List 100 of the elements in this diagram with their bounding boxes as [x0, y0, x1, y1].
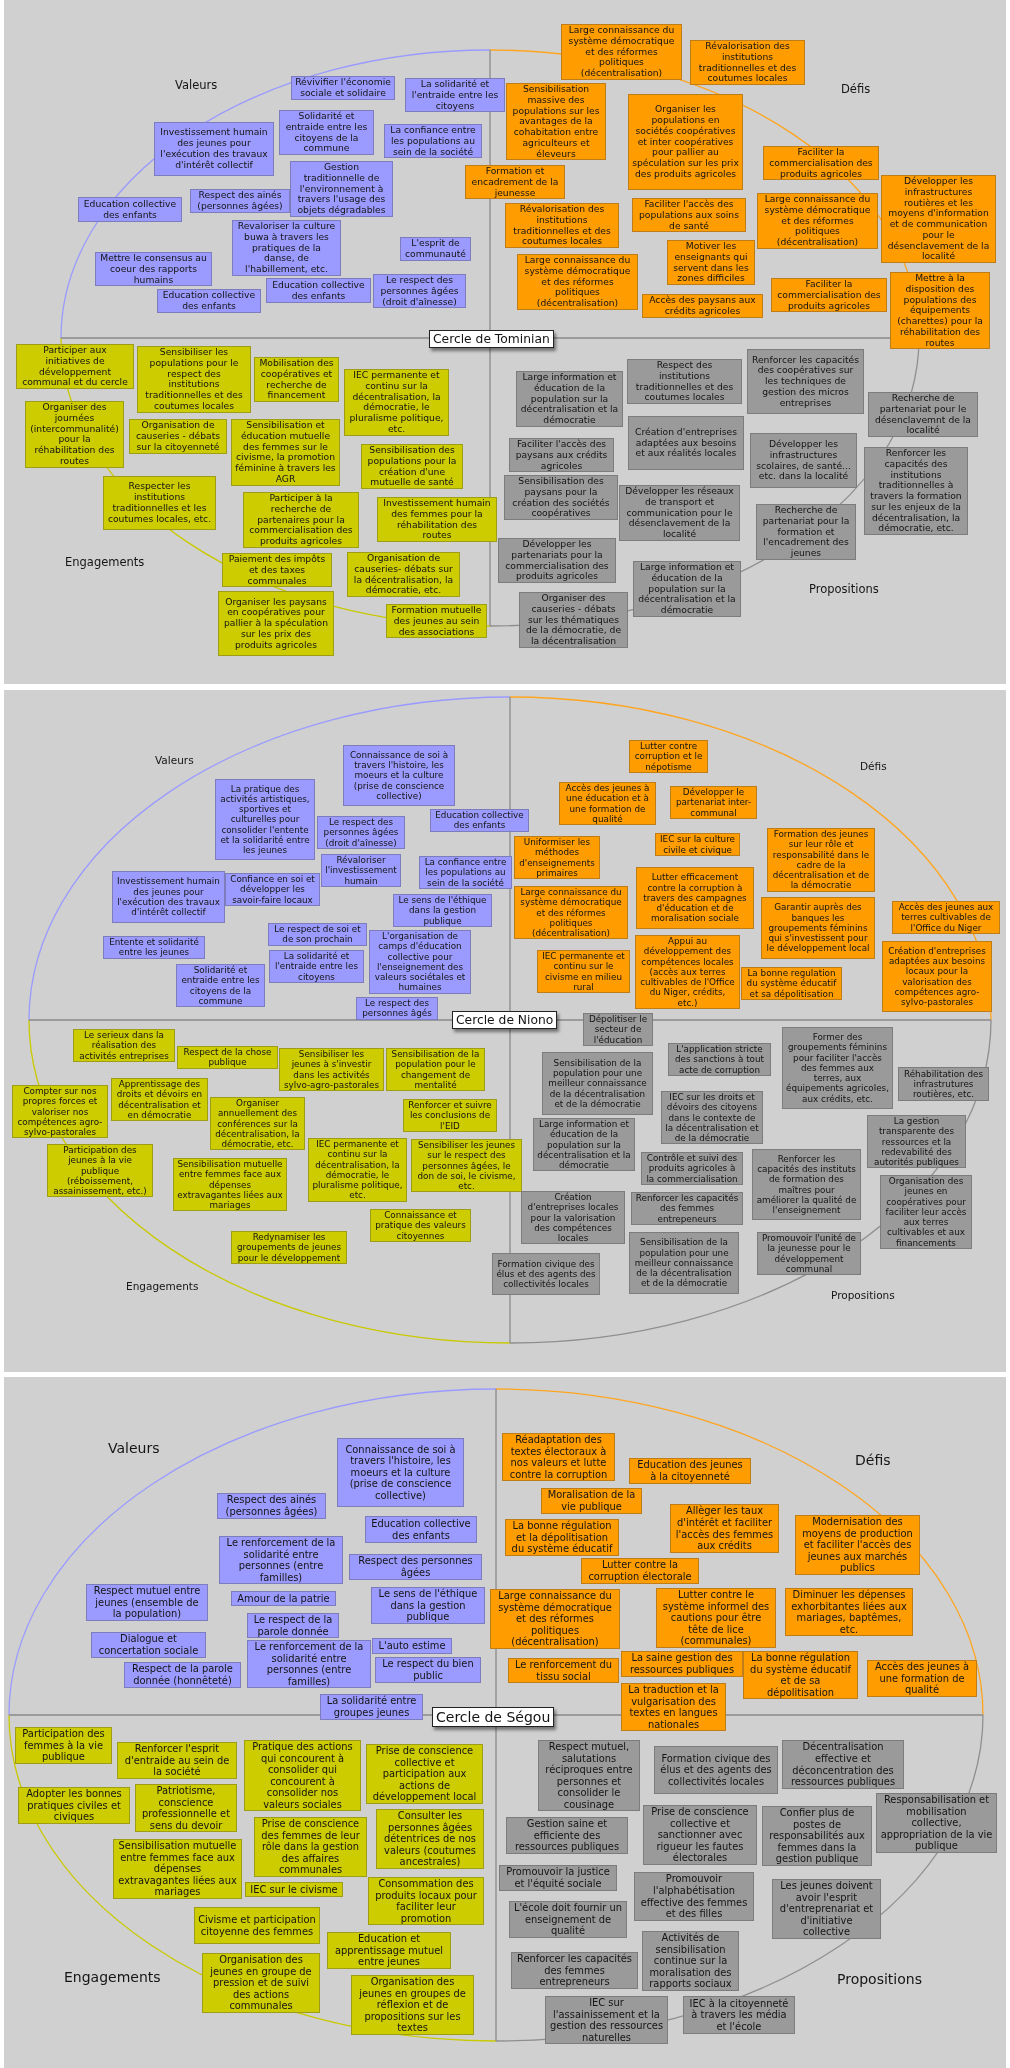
challenge-box: La bonne régulation et la dépolitisation du système éducatif — [505, 1519, 619, 1556]
commitment-box: Organiser des journées (intercommunalité) pour la réhabilitation des routes — [25, 401, 124, 468]
challenge-box: Lutter contre corruption et le népotisme — [629, 740, 708, 773]
challenge-box: Réadaptation des textes électoraux à nos valeurs et lutte contre la corruption — [502, 1433, 615, 1482]
commitment-box: Consulter les personnes âgées détentrices de nos valeurs (coutumes ancestrales) — [376, 1809, 484, 1869]
proposal-box: Développer les partenariats pour la commercialisation des produits agricoles — [498, 538, 616, 584]
proposal-box: Création d'entreprises adaptées aux besoins et aux réalités locales — [628, 416, 744, 470]
value-box: Entente et solidarité entre les jeunes — [103, 936, 205, 959]
value-box: Education collective des enfants — [157, 289, 261, 313]
value-box: Revaloriser la culture buwa à travers les pratiques de la danse, de l'habillement, etc. — [232, 220, 341, 276]
value-box: Respect des personnes âgées — [349, 1554, 482, 1580]
challenge-box: Formation des jeunes sur leur rôle et responsabilité dans le cadre de la décentralisation et de la démocratie — [767, 828, 875, 892]
value-box: Connaissance de soi à travers l'histoire, les moeurs et la culture (prise de conscience collective) — [343, 745, 455, 806]
proposal-box: L'application stricte des sanctions à tout acte de corruption — [668, 1043, 771, 1076]
commitment-box: Sensibiliser les jeunes sur le respect des personnes âgées, le don de soi, le civisme, etc. — [411, 1139, 522, 1193]
proposal-box: Confier plus de postes de responsabilités aux femmes dans la gestion publique — [762, 1806, 872, 1866]
challenge-box: Large connaissance du système démocratique et des réformes politiques (décentralisation) — [757, 193, 878, 249]
proposal-box: Formation civique des élus et des agents des collectivités locales — [492, 1253, 600, 1295]
quadrant-label: Défis — [855, 1453, 891, 1469]
commitment-box: Organisation de causeries - débats sur la citoyenneté — [129, 419, 227, 454]
challenge-box: Développer les infrastructures routières et les moyens d'information et de communication pour le désenclavement de la localité — [881, 175, 996, 264]
proposal-box: Faciliter l'accès des paysans aux crédits agricoles — [509, 438, 614, 473]
value-box: Gestion traditionnelle de l'environnement à travers l'usage des objets dégradables — [290, 161, 393, 217]
commitment-box: Organiser annuellement des conférences sur la décentralisation, la démocratie, etc. — [210, 1097, 305, 1151]
commitment-box: Le serieux dans la réalisation des activités entreprises — [73, 1029, 175, 1062]
challenge-box: Création d'entreprises adaptées aux besoins locaux pour la valorisation des compétences agro-sylvo-pastorales — [882, 941, 992, 1012]
proposal-box: IEC sur les droits et dévoirs des citoyens dans le contexte de la décentralisation et de la démocratie — [661, 1091, 763, 1145]
quadrant-label: Engagements — [65, 556, 145, 569]
proposal-box: Promouvoir la justice et l'équité sociale — [499, 1865, 617, 1891]
proposal-box: Renforcer les capacités des femmes entrepreneurs — [511, 1952, 638, 1989]
commitment-box: Renforcer l'esprit d'entraide au sein de la société — [117, 1742, 237, 1779]
challenge-box: Sensibilisation massive des populations sur les avantages de la cohabitation entre agriculteurs et éleveurs — [506, 83, 606, 161]
commitment-box: Renforcer et suivre les conclusions de l'EID — [403, 1099, 497, 1132]
challenge-box: Garantir auprès des banques les groupements féminins qui s'investissent pour le développement local — [761, 897, 875, 959]
proposal-box: Les jeunes doivent avoir l'esprit d'entreprenariat et d'initiative collective — [772, 1879, 881, 1939]
commitment-box: Apprentissage des droits et dévoirs en décentralisation et en démocratie — [111, 1078, 208, 1122]
value-box: Le respect des personnes âgées (droit d'aînesse) — [317, 816, 405, 849]
proposal-box: Sensibilisation de la population pour une meilleur connaissance de la décentralisation et de la démocratie — [542, 1052, 653, 1115]
value-box: La pratique des activités artistiques, sportives et culturelles pour consolider l'entente et la solidarité entre les jeunes — [215, 779, 315, 860]
value-box: Le renforcement de la solidarité entre personnes (entre familles) — [219, 1536, 343, 1585]
commitment-box: Compter sur nos propres forces et valoriser nos compétences agro-sylvo-pastorales — [12, 1085, 108, 1139]
challenge-box: Révalorisation des institutions traditionnelles et des coutumes locales — [690, 40, 805, 86]
quadrant-label: Propositions — [831, 1290, 895, 1302]
value-box: Education collective des enfants — [365, 1516, 477, 1543]
quadrant-label: Propositions — [809, 583, 879, 596]
value-box: Le respect des personnes âgées (droit d'aînesse) — [373, 274, 466, 309]
proposal-box: Activités de sensibilisation continue sur la moralisation des rapports sociaux — [642, 1931, 739, 1991]
value-box: Le renforcement de la solidarité entre personnes (entre familles) — [247, 1640, 371, 1689]
challenge-box: Accès des jeunes à une éducation et à une formation de qualité — [559, 782, 656, 826]
commitment-box: Education et apprentissage mutuel entre jeunes — [327, 1932, 451, 1969]
value-box: Le respect de la parole donnée — [247, 1613, 339, 1639]
challenge-box: Faciliter la commercialisation des produits agricoles — [771, 278, 887, 313]
commitment-box: Sensibilisation et éducation mutuelle des femmes sur le civisme, la promotion féminine à travers les AGR — [231, 419, 340, 486]
quadrant-label: Engagements — [64, 1970, 161, 1986]
title-box: Cercle de Ségou — [432, 1707, 555, 1728]
value-box: Respect des ainés (personnes âgées) — [217, 1493, 326, 1519]
commitment-box: Paiement des impôts et des taxes communales — [222, 553, 332, 588]
proposal-box: Recherche de partenariat pour la formation et l'encadrement des jeunes — [756, 504, 856, 560]
commitment-box: Redynamiser les groupements de jeunes pour le développement — [231, 1231, 347, 1264]
challenge-box: Diminuer les dépenses exhorbitantes liées aux mariages, baptêmes, etc. — [785, 1588, 913, 1637]
challenge-box: IEC sur la culture civile et civique — [655, 833, 740, 856]
proposal-box: IEC à la citoyenneté à travers les média et l'école — [683, 1996, 795, 2034]
value-box: La confiance entre les populations au sein de la société — [419, 856, 512, 889]
value-box: Le respect du bien public — [375, 1657, 481, 1683]
value-box: La solidarité et l'entraide entre les citoyens — [269, 950, 364, 983]
proposal-box: Large information et éducation de la population sur la décentralisation et la démocratie — [633, 561, 741, 617]
challenge-box: Large connaissance du système démocratique et des réformes politiques (décentralisation) — [517, 254, 638, 310]
proposal-box: Promouvoir l'alphabétisation effective des femmes et des filles — [634, 1872, 754, 1921]
proposal-box: Renforcer les capacités des coopératives sur les techniques de gestion des micros entreprises — [747, 349, 864, 414]
title-box: Cercle de Tominian — [429, 330, 554, 349]
commitment-box: IEC permanente et continu sur la décentralisation, la démocratie, le pluralisme politique, etc. — [344, 369, 449, 436]
challenge-box: Moralisation de la vie publique — [541, 1488, 642, 1514]
challenge-box: Lutter efficacement contre la corruption à travers des campagnes d'éducation et de moralisation sociale — [636, 867, 754, 929]
proposal-box: Recherche de partenariat pour le désenclavemnt de la localité — [868, 392, 978, 438]
proposal-box: Sensibilisation des paysans pour la création des sociétés coopératives — [504, 475, 618, 521]
proposal-box: IEC sur l'assainissement et la gestion des ressources naturelles — [545, 1996, 668, 2045]
commitment-box: Civisme et participation citoyenne des femmes — [194, 1907, 320, 1944]
commitment-box: Prise de conscience des femmes de leur rôle dans la gestion des affaires communales — [254, 1817, 367, 1877]
value-box: L'auto estime — [372, 1638, 452, 1654]
proposal-box: Organiser des causeries - débats sur les thématiques de la démocratie, de la décentralisation — [519, 592, 628, 648]
title-box: Cercle de Niono — [452, 1011, 558, 1030]
challenge-box: Allèger les taux d'intérêt et faciliter l'accès des femmes aux crédits — [670, 1504, 779, 1553]
challenge-box: Révalorisation des institutions traditionnelles et des coutumes locales — [505, 203, 619, 249]
challenge-box: Education des jeunes à la citoyenneté — [629, 1458, 751, 1484]
challenge-box: La saine gestion des ressources publiques — [621, 1651, 743, 1677]
challenge-box: Formation et encadrement de la jeunesse — [465, 165, 565, 200]
value-box: Amour de la patrie — [231, 1591, 336, 1606]
value-box: Révaloriser l'investissement humain — [321, 854, 401, 887]
value-box: La solidarité et l'entraide entre les citoyens — [405, 78, 505, 113]
commitment-box: Adopter les bonnes pratiques civiles et civiques — [18, 1787, 130, 1824]
value-box: Confiance en soi et développer les savoir-faire locaux — [225, 873, 320, 906]
proposal-box: Développer les réseaux de transport et communication pour le désenclavement de la localité — [619, 485, 740, 541]
challenge-box: Développer le partenariat inter-communal — [670, 786, 757, 819]
proposal-box: Renforcer les capacités des institutions traditionnelles à travers la formation sur les enjeux de la décentralisation, la démocratie, etc. — [864, 447, 968, 536]
value-box: L'esprit de communauté — [400, 237, 471, 261]
proposal-box: Former des groupements féminins pour faciliter l'accès des femmes aux terres, aux équipements agricoles, aux crédits, etc. — [782, 1027, 893, 1109]
proposal-box: La gestion transparente des ressources et la redevabilité des autorités publiques — [867, 1115, 966, 1169]
commitment-box: Pratique des actions qui concourent à consolider qui concourent à consolider nos valeurs sociales — [244, 1740, 361, 1812]
challenge-box: Accès des jeunes à une formation de qualité — [867, 1660, 977, 1697]
commitment-box: Respect de la chose publique — [177, 1046, 278, 1069]
